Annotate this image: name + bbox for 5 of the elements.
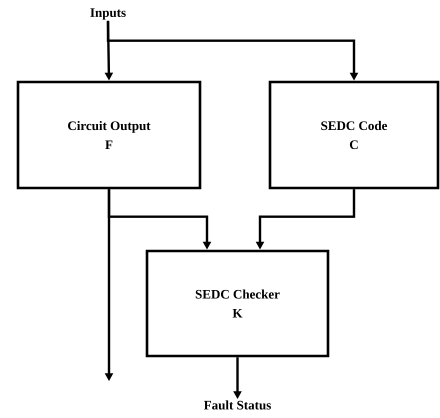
block-box: SEDC Checker K — [146, 250, 330, 358]
output-label: Fault Status — [204, 400, 271, 410]
block-box: SEDC Code C — [268, 80, 440, 190]
block-box: Circuit Output F — [16, 80, 202, 190]
input-label: Inputs — [90, 8, 126, 20]
